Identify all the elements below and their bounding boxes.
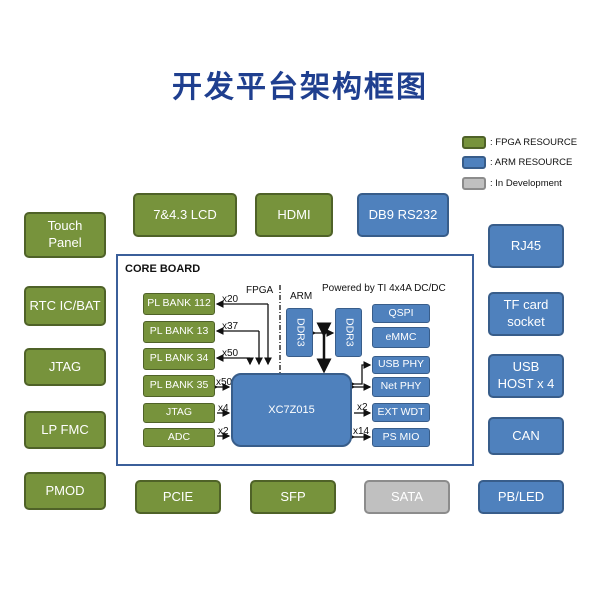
lp-fmc-box: LP FMC — [24, 411, 106, 449]
sata-box: SATA — [364, 480, 450, 514]
arm-label: ARM — [290, 291, 313, 302]
pcie-box: PCIE — [135, 480, 221, 514]
pb-led-box: PB/LED — [478, 480, 564, 514]
legend-dev-swatch — [462, 177, 486, 190]
fpga-label: FPGA — [246, 285, 274, 296]
core-board — [116, 254, 474, 466]
legend-arm-label: : ARM RESOURCE — [490, 157, 573, 168]
count-bank13: x37 — [222, 321, 239, 332]
count-bank35: x50 — [216, 377, 233, 388]
adc-box: ADC — [143, 428, 215, 447]
can-box: CAN — [488, 417, 564, 455]
touch-panel-box: Touch Panel — [24, 212, 106, 258]
xc7z015-chip: XC7Z015 — [231, 373, 352, 447]
pl-bank-112-box: PL BANK 112 — [143, 293, 215, 315]
legend-fpga-label: : FPGA RESOURCE — [490, 137, 578, 148]
rj45-box: RJ45 — [488, 224, 564, 268]
count-ext-wdt: x2 — [357, 402, 368, 413]
rtc-bat-box: RTC IC/BAT — [24, 286, 106, 326]
tf-card-box: TF card socket — [488, 292, 564, 336]
ps-mio-box: PS MIO — [372, 428, 430, 447]
pmod-box: PMOD — [24, 472, 106, 510]
count-ps-mio: x14 — [353, 426, 370, 437]
usb-host-box: USB HOST x 4 — [488, 354, 564, 398]
power-label: Powered by TI 4x4A DC/DC — [322, 283, 446, 294]
legend-fpga-swatch — [462, 136, 486, 149]
usb-phy-box: USB PHY — [372, 356, 430, 374]
ddr3-box-1: DDR3 — [286, 308, 313, 357]
count-bank112: x20 — [222, 294, 239, 305]
hdmi-box: HDMI — [255, 193, 333, 237]
ddr3-box-2: DDR3 — [335, 308, 362, 357]
lcd-box: 7&4.3 LCD — [133, 193, 237, 237]
count-bank34: x50 — [222, 348, 239, 359]
core-board-title: CORE BOARD — [125, 263, 201, 275]
legend-dev-label: : In Development — [490, 178, 562, 189]
sfp-box: SFP — [250, 480, 336, 514]
db9-rs232-box: DB9 RS232 — [357, 193, 449, 237]
net-phy-box: Net PHY — [372, 377, 430, 397]
page-title: 开发平台架构框图 — [172, 71, 428, 104]
pl-bank-13-box: PL BANK 13 — [143, 321, 215, 343]
qspi-box: QSPI — [372, 304, 430, 323]
pl-bank-34-box: PL BANK 34 — [143, 348, 215, 370]
count-adc: x2 — [218, 426, 229, 437]
count-jtag: x4 — [218, 403, 229, 414]
pl-bank-35-box: PL BANK 35 — [143, 375, 215, 397]
emmc-box: eMMC — [372, 327, 430, 348]
legend-arm-swatch — [462, 156, 486, 169]
ext-wdt-box: EXT WDT — [372, 403, 430, 422]
jtag-box: JTAG — [24, 348, 106, 386]
core-jtag-box: JTAG — [143, 403, 215, 423]
